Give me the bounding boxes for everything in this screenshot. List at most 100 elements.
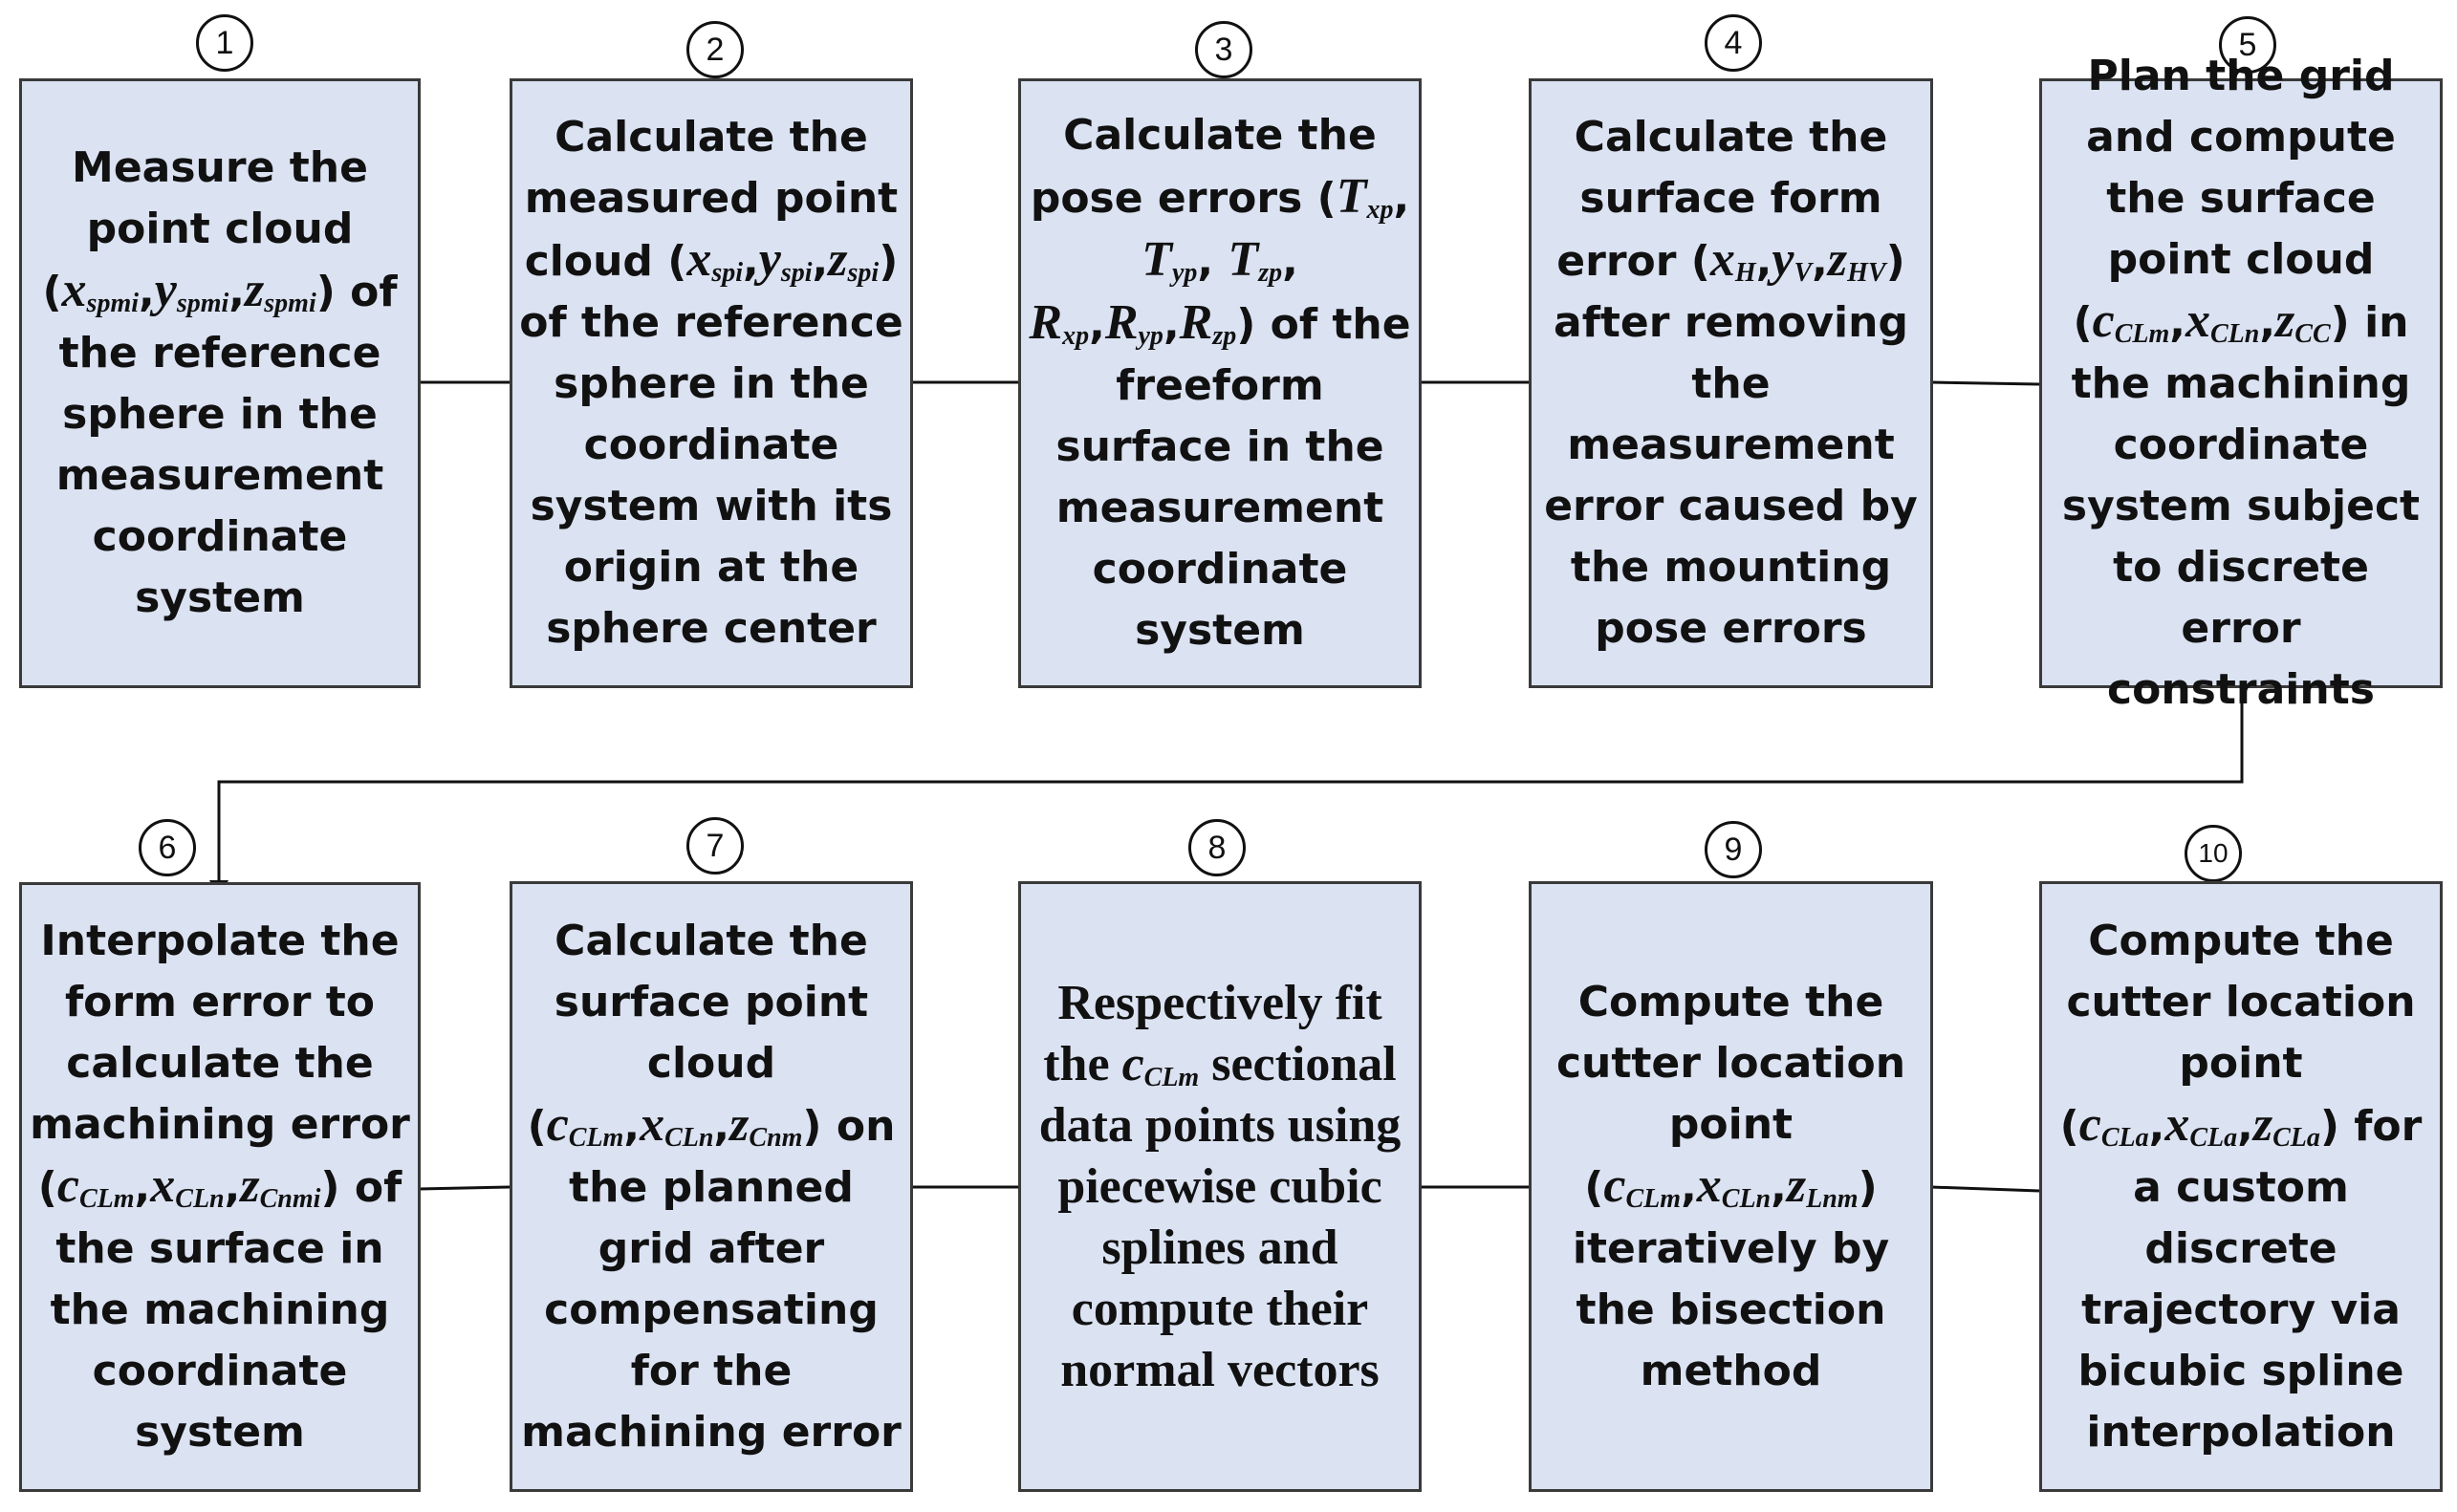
variable-symbol: z: [729, 1096, 750, 1152]
math-variable: Rzp: [1180, 295, 1237, 350]
math-variable: Tzp: [1228, 232, 1282, 287]
step-2-box: Calculate the measured point cloud (xspi…: [510, 78, 913, 688]
variable-symbol: R: [1029, 295, 1063, 350]
variable-symbol: c: [546, 1096, 569, 1152]
variable-symbol: z: [828, 232, 848, 287]
variable-symbol: x: [1696, 1157, 1722, 1213]
math-variable: Typ: [1142, 232, 1197, 287]
variable-symbol: R: [1179, 295, 1213, 350]
variable-symbol: z: [1786, 1157, 1807, 1213]
step-text-segment: ) after removing the measurement error c…: [1544, 237, 1918, 653]
step-1-box: Measure the point cloud (xspmi,yspmi,zsp…: [19, 78, 421, 688]
step-text-segment: sectional data points using piecewise cu…: [1038, 1036, 1402, 1397]
math-variable: xCLn: [1697, 1158, 1771, 1213]
step-text-segment: ,: [224, 1163, 241, 1212]
step-5-number: 5: [2219, 16, 2276, 74]
variable-symbol: y: [758, 232, 781, 287]
step-8-box: Respectively fit the cCLm sectional data…: [1018, 881, 1422, 1492]
variable-symbol: y: [1772, 232, 1794, 287]
variable-symbol: x: [640, 1096, 665, 1152]
step-text-segment: ,: [1771, 1162, 1787, 1212]
step-6-text: Interpolate the form error to calculate …: [22, 911, 418, 1463]
variable-symbol: T: [1142, 232, 1172, 287]
step-4-text: Calculate the surface form error (xH,yV,…: [1532, 107, 1930, 659]
math-variable: yspi: [759, 232, 813, 287]
variable-symbol: c: [1603, 1157, 1626, 1213]
math-variable: xspmi: [62, 263, 139, 317]
step-text-segment: ,: [1812, 237, 1828, 286]
step-text-segment: ,: [812, 237, 829, 286]
step-text-segment: ,: [713, 1101, 730, 1151]
variable-symbol: c: [2078, 1096, 2101, 1152]
math-variable: zCnm: [729, 1097, 802, 1152]
variable-subscript: CLn: [1721, 1183, 1772, 1214]
step-text-segment: Measure the point cloud (: [42, 143, 368, 316]
step-text-segment: ) on the planned grid after compensating…: [521, 1101, 902, 1457]
step-4-box: Calculate the surface form error (xH,yV,…: [1529, 78, 1933, 688]
arrow-4-to-5: [1930, 380, 2040, 386]
variable-symbol: z: [240, 1158, 260, 1213]
step-9-box: Compute the cutter location point (cCLm,…: [1529, 881, 1933, 1492]
step-text-segment: ,: [1681, 1162, 1697, 1212]
step-text-segment: Calculate the measured point cloud (: [524, 113, 899, 286]
math-variable: yspmi: [155, 263, 229, 317]
step-text-segment: Compute the cutter location point (: [1555, 977, 1906, 1212]
step-text-segment: ,: [2259, 298, 2276, 347]
step-3-box: Calculate the pose errors (Txp, Typ, Tzp…: [1018, 78, 1422, 688]
math-variable: xspi: [686, 232, 743, 287]
variable-symbol: x: [61, 263, 87, 317]
step-text-segment: Calculate the pose errors (: [1030, 111, 1377, 223]
step-text-segment: ,: [1197, 237, 1228, 286]
variable-symbol: x: [2164, 1096, 2190, 1152]
variable-symbol: x: [2185, 293, 2210, 348]
step-8-text: Respectively fit the cCLm sectional data…: [1021, 973, 1419, 1401]
variable-subscript: CLa: [2189, 1122, 2238, 1153]
math-variable: cCLm: [2093, 293, 2170, 348]
variable-symbol: c: [1121, 1036, 1144, 1091]
step-10-box: Compute the cutter location point (c CLa,…: [2039, 881, 2443, 1492]
step-text-segment: ,: [1163, 300, 1180, 349]
step-text-segment: ,: [623, 1101, 641, 1151]
variable-symbol: T: [1336, 169, 1367, 224]
step-2-text: Calculate the measured point cloud (xspi…: [512, 107, 910, 659]
step-6-number: 6: [139, 819, 196, 876]
step-text-segment: ,: [1393, 174, 1410, 223]
step-text-segment: ,: [228, 268, 246, 316]
step-9-text: Compute the cutter location point (cCLm,…: [1532, 972, 1930, 1402]
variable-symbol: T: [1228, 232, 1259, 287]
variable-subscript: spi: [847, 258, 880, 288]
math-variable: xH: [1710, 232, 1756, 287]
variable-symbol: z: [1827, 232, 1848, 287]
step-text-segment: Calculate the surface point cloud (: [527, 916, 869, 1151]
variable-subscript: CLn: [664, 1122, 714, 1153]
variable-symbol: c: [2092, 293, 2115, 348]
step-text-segment: Calculate the surface form error (: [1556, 113, 1888, 286]
variable-subscript: H: [1734, 258, 1756, 288]
variable-subscript: spi: [780, 258, 813, 288]
variable-subscript: CLn: [2209, 319, 2260, 349]
math-variable: cCLm: [1122, 1037, 1200, 1091]
step-9-number: 9: [1705, 821, 1762, 878]
math-variable: xCLn: [2185, 293, 2259, 348]
math-variable: zCLa: [2253, 1097, 2320, 1152]
step-text-segment: Compute the cutter location point (: [2059, 916, 2416, 1151]
step-10-number: 10: [2185, 825, 2242, 882]
math-variable: cCLm: [547, 1097, 624, 1152]
arrow-6-to-7: [418, 1185, 511, 1191]
variable-subscript: zp: [1258, 258, 1283, 288]
step-text-segment: ,: [2169, 298, 2185, 347]
step-text-segment: Interpolate the form error to calculate …: [30, 917, 410, 1212]
step-10-text: Compute the cutter location point (c CLa,…: [2042, 911, 2440, 1463]
step-text-segment: ) for a custom discrete trajectory via b…: [2077, 1101, 2423, 1457]
math-variable: Rxp: [1029, 295, 1089, 350]
math-variable: cCLm: [57, 1158, 135, 1213]
step-7-number: 7: [686, 817, 744, 875]
step-text-segment: ,: [2237, 1101, 2253, 1151]
variable-subscript: CLm: [1625, 1183, 1682, 1214]
variable-subscript: CLm: [78, 1184, 135, 1214]
variable-subscript: spmi: [86, 289, 140, 318]
math-variable: yV: [1772, 232, 1812, 287]
step-text-segment: ) in the machining coordinate system sub…: [2061, 298, 2421, 714]
step-text-segment: Respectively fit the: [1043, 975, 1382, 1091]
math-variable: xCLa: [2164, 1097, 2237, 1152]
